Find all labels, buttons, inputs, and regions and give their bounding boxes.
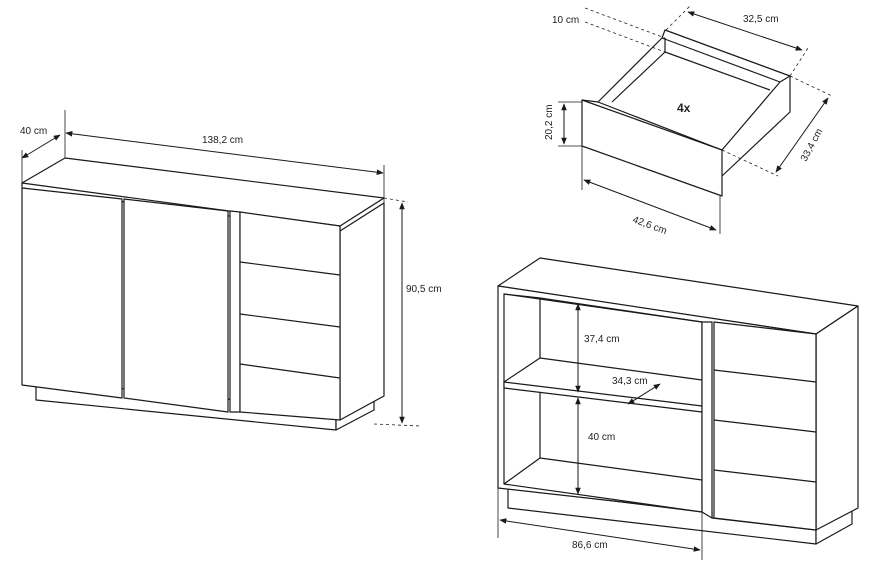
open-interior-floor (539, 457, 703, 481)
side-panel (339, 202, 385, 421)
dim-depth-label: 40 cm (20, 126, 47, 137)
dim-shelf-depth-line (627, 383, 661, 405)
dim-drawer-inner-width-line (687, 11, 803, 51)
dim-shelf-lower-label: 40 cm (588, 432, 615, 443)
dim-drawer-inner-width-label: 32,5 cm (743, 14, 779, 25)
dim-drawer-depth-line (775, 97, 829, 173)
dim-open-width-line (499, 518, 701, 552)
door-middle (123, 198, 229, 413)
dim-height-label: 90,5 cm (406, 284, 442, 295)
drawer-back-top (661, 29, 791, 83)
open-side-panel (815, 305, 859, 531)
dim-depth-line (21, 134, 61, 159)
open-sideboard: 37,4 cm 34,3 cm 40 cm 86,6 cm (497, 257, 859, 560)
drawer-divider-3 (239, 363, 341, 379)
gap-strip (229, 210, 241, 413)
open-divider (701, 321, 713, 519)
door-left (21, 187, 123, 399)
dim-open-width-label: 86,6 cm (572, 540, 608, 551)
closed-sideboard: 40 cm 138,2 cm 90,5 cm (20, 110, 442, 431)
dim-width-line (65, 131, 384, 175)
dim-drawer-10-label: 10 cm (552, 15, 579, 26)
drawer-divider-2 (239, 313, 341, 328)
drawer-divider-1 (239, 261, 341, 276)
dim-drawer-front-height-label: 20,2 cm (544, 104, 555, 140)
drawer-count-label: 4x (677, 101, 691, 115)
dim-width-label: 138,2 cm (202, 135, 243, 146)
drawer-detail: 4x 10 cm 32,5 cm 20,2 cm 33,4 cm 42,6 cm (544, 5, 833, 237)
dim-shelf-depth-label: 34,3 cm (612, 376, 648, 387)
dim-shelf-upper-label: 37,4 cm (584, 334, 620, 345)
drawer-front (581, 99, 723, 197)
dim-drawer-front-width-line (583, 179, 717, 231)
dim-drawer-front-width-label: 42,6 cm (631, 214, 668, 237)
dim-drawer-depth-label: 33,4 cm (799, 127, 825, 164)
